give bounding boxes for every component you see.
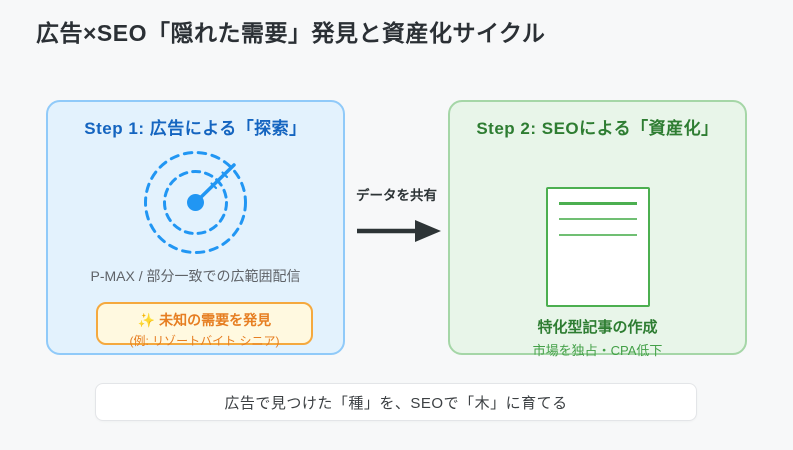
step2-title: Step 2: SEOによる「資産化」 <box>476 119 719 138</box>
document-text-line <box>558 218 637 220</box>
step1-description: P-MAX / 部分一致での広範囲配信 <box>90 268 301 284</box>
document-text-line <box>558 202 637 205</box>
right-arrow-icon <box>357 220 441 242</box>
step2-article-label: 特化型記事の作成 <box>537 319 658 336</box>
step1-title: Step 1: 広告による「探索」 <box>84 119 307 138</box>
discovery-label: 未知の需要を発見 <box>159 312 272 328</box>
document-text-line <box>558 234 637 236</box>
document-icon <box>545 187 650 307</box>
discovery-example: (例: リゾートバイト シニア) <box>129 333 280 348</box>
page-title: 広告×SEO「隠れた需要」発見と資産化サイクル <box>36 20 546 46</box>
data-share-connector: データを共有 <box>345 184 448 244</box>
sparkles-icon: ✨ <box>137 312 156 328</box>
summary-banner: 広告で見つけた「種」を、SEOで「木」に育てる <box>95 383 697 421</box>
step2-panel: Step 2: SEOによる「資産化」 特化型記事の作成 市場を独占・CPA低下 <box>448 100 747 358</box>
step1-panel: Step 1: 広告による「探索」 P-MAX / 部分一致での広範囲配信 ✨ … <box>46 100 345 355</box>
step2-benefit-label: 市場を独占・CPA低下 <box>532 343 663 358</box>
radar-icon <box>144 151 247 254</box>
arrow-label: データを共有 <box>356 188 437 203</box>
discovery-callout: ✨ 未知の需要を発見 (例: リゾートバイト シニア) <box>96 302 313 348</box>
summary-text: 広告で見つけた「種」を、SEOで「木」に育てる <box>224 394 568 412</box>
